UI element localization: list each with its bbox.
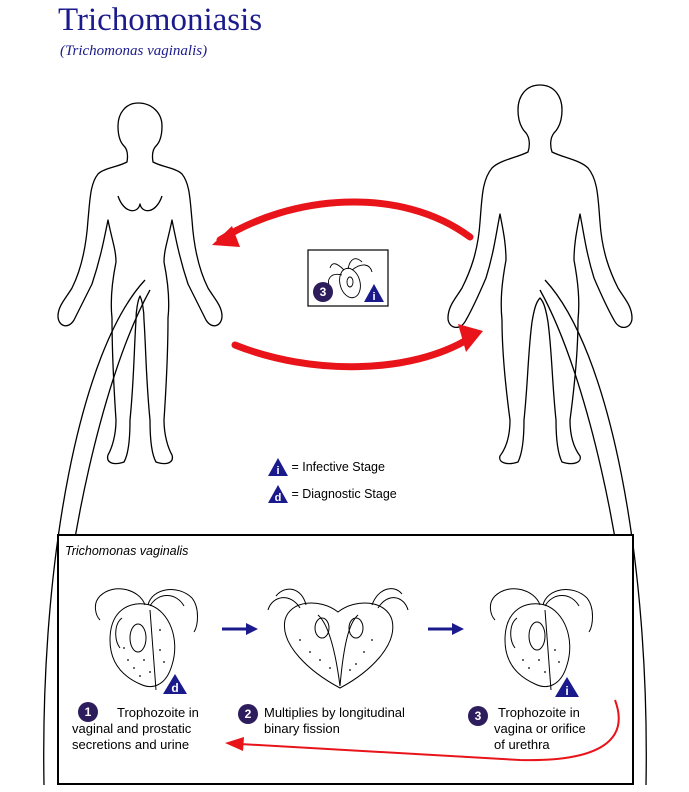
stage3-line1: Trophozoite in (498, 705, 580, 720)
trophozoite-small-icon (328, 258, 373, 299)
stage1-line1: Trophozoite in (117, 705, 199, 720)
page-title: Trichomoniasis (58, 2, 263, 38)
svg-text:i: i (372, 291, 375, 302)
trophozoite-stage1-drawing (94, 588, 198, 691)
stage1-line3: secretions and urine (72, 737, 190, 752)
stage3-line2: vagina or orifice (494, 721, 586, 736)
stage3-label: Trophozoite in vagina or orifice of uret… (494, 705, 586, 753)
male-body-figure (447, 84, 633, 465)
stage1-line2: vaginal and prostatic (72, 721, 192, 736)
stage2-line2: binary fission (264, 721, 340, 736)
stage2-line1: Multiplies by longitudinal (264, 705, 405, 720)
svg-text:i: i (565, 684, 568, 697)
lifecycle-box-title: Trichomonas vaginalis (65, 544, 189, 558)
stage-arrow-2-to-3 (428, 623, 464, 635)
transmission-infective-icon: i (364, 284, 384, 302)
trophozoite-stage2-drawing (267, 588, 409, 689)
legend-diagnostic: d = Diagnostic Stage (268, 485, 397, 504)
stage2-number-badge: 2 (238, 704, 258, 724)
stage1-label: Trophozoite in vaginal and prostatic sec… (72, 705, 199, 753)
arrowhead-right (458, 324, 483, 352)
stage3-line3: of urethra (494, 737, 550, 752)
svg-text:d: d (275, 492, 282, 503)
transmission-stage-number-badge: 3 (313, 282, 333, 302)
legend-infective-label: = Infective Stage (291, 460, 385, 474)
trophozoite-stage3-drawing (489, 588, 593, 691)
stage-arrow-1-to-2 (222, 623, 258, 635)
stage3-infective-icon: i (555, 677, 579, 697)
stage3-number-badge: 3 (468, 706, 488, 726)
stage1-number-badge: 1 (78, 702, 98, 722)
infective-stage-icon: i (268, 458, 288, 477)
legend-infective: i = Infective Stage (268, 458, 385, 477)
arrowhead-left (212, 226, 240, 247)
female-body-figure (57, 102, 223, 465)
transmission-arrow-female-to-male (231, 334, 474, 371)
return-arrow-3-to-1 (239, 699, 620, 762)
stage2-label: Multiplies by longitudinal binary fissio… (264, 705, 405, 737)
legend-diagnostic-label: = Diagnostic Stage (291, 487, 397, 501)
svg-text:i: i (276, 465, 279, 476)
diagnostic-stage-icon: d (268, 485, 288, 504)
transmission-arrow-male-to-female (216, 198, 474, 244)
stage1-diagnostic-icon: d (163, 674, 187, 694)
page-subtitle: (Trichomonas vaginalis) (60, 43, 208, 59)
svg-text:d: d (171, 681, 178, 694)
